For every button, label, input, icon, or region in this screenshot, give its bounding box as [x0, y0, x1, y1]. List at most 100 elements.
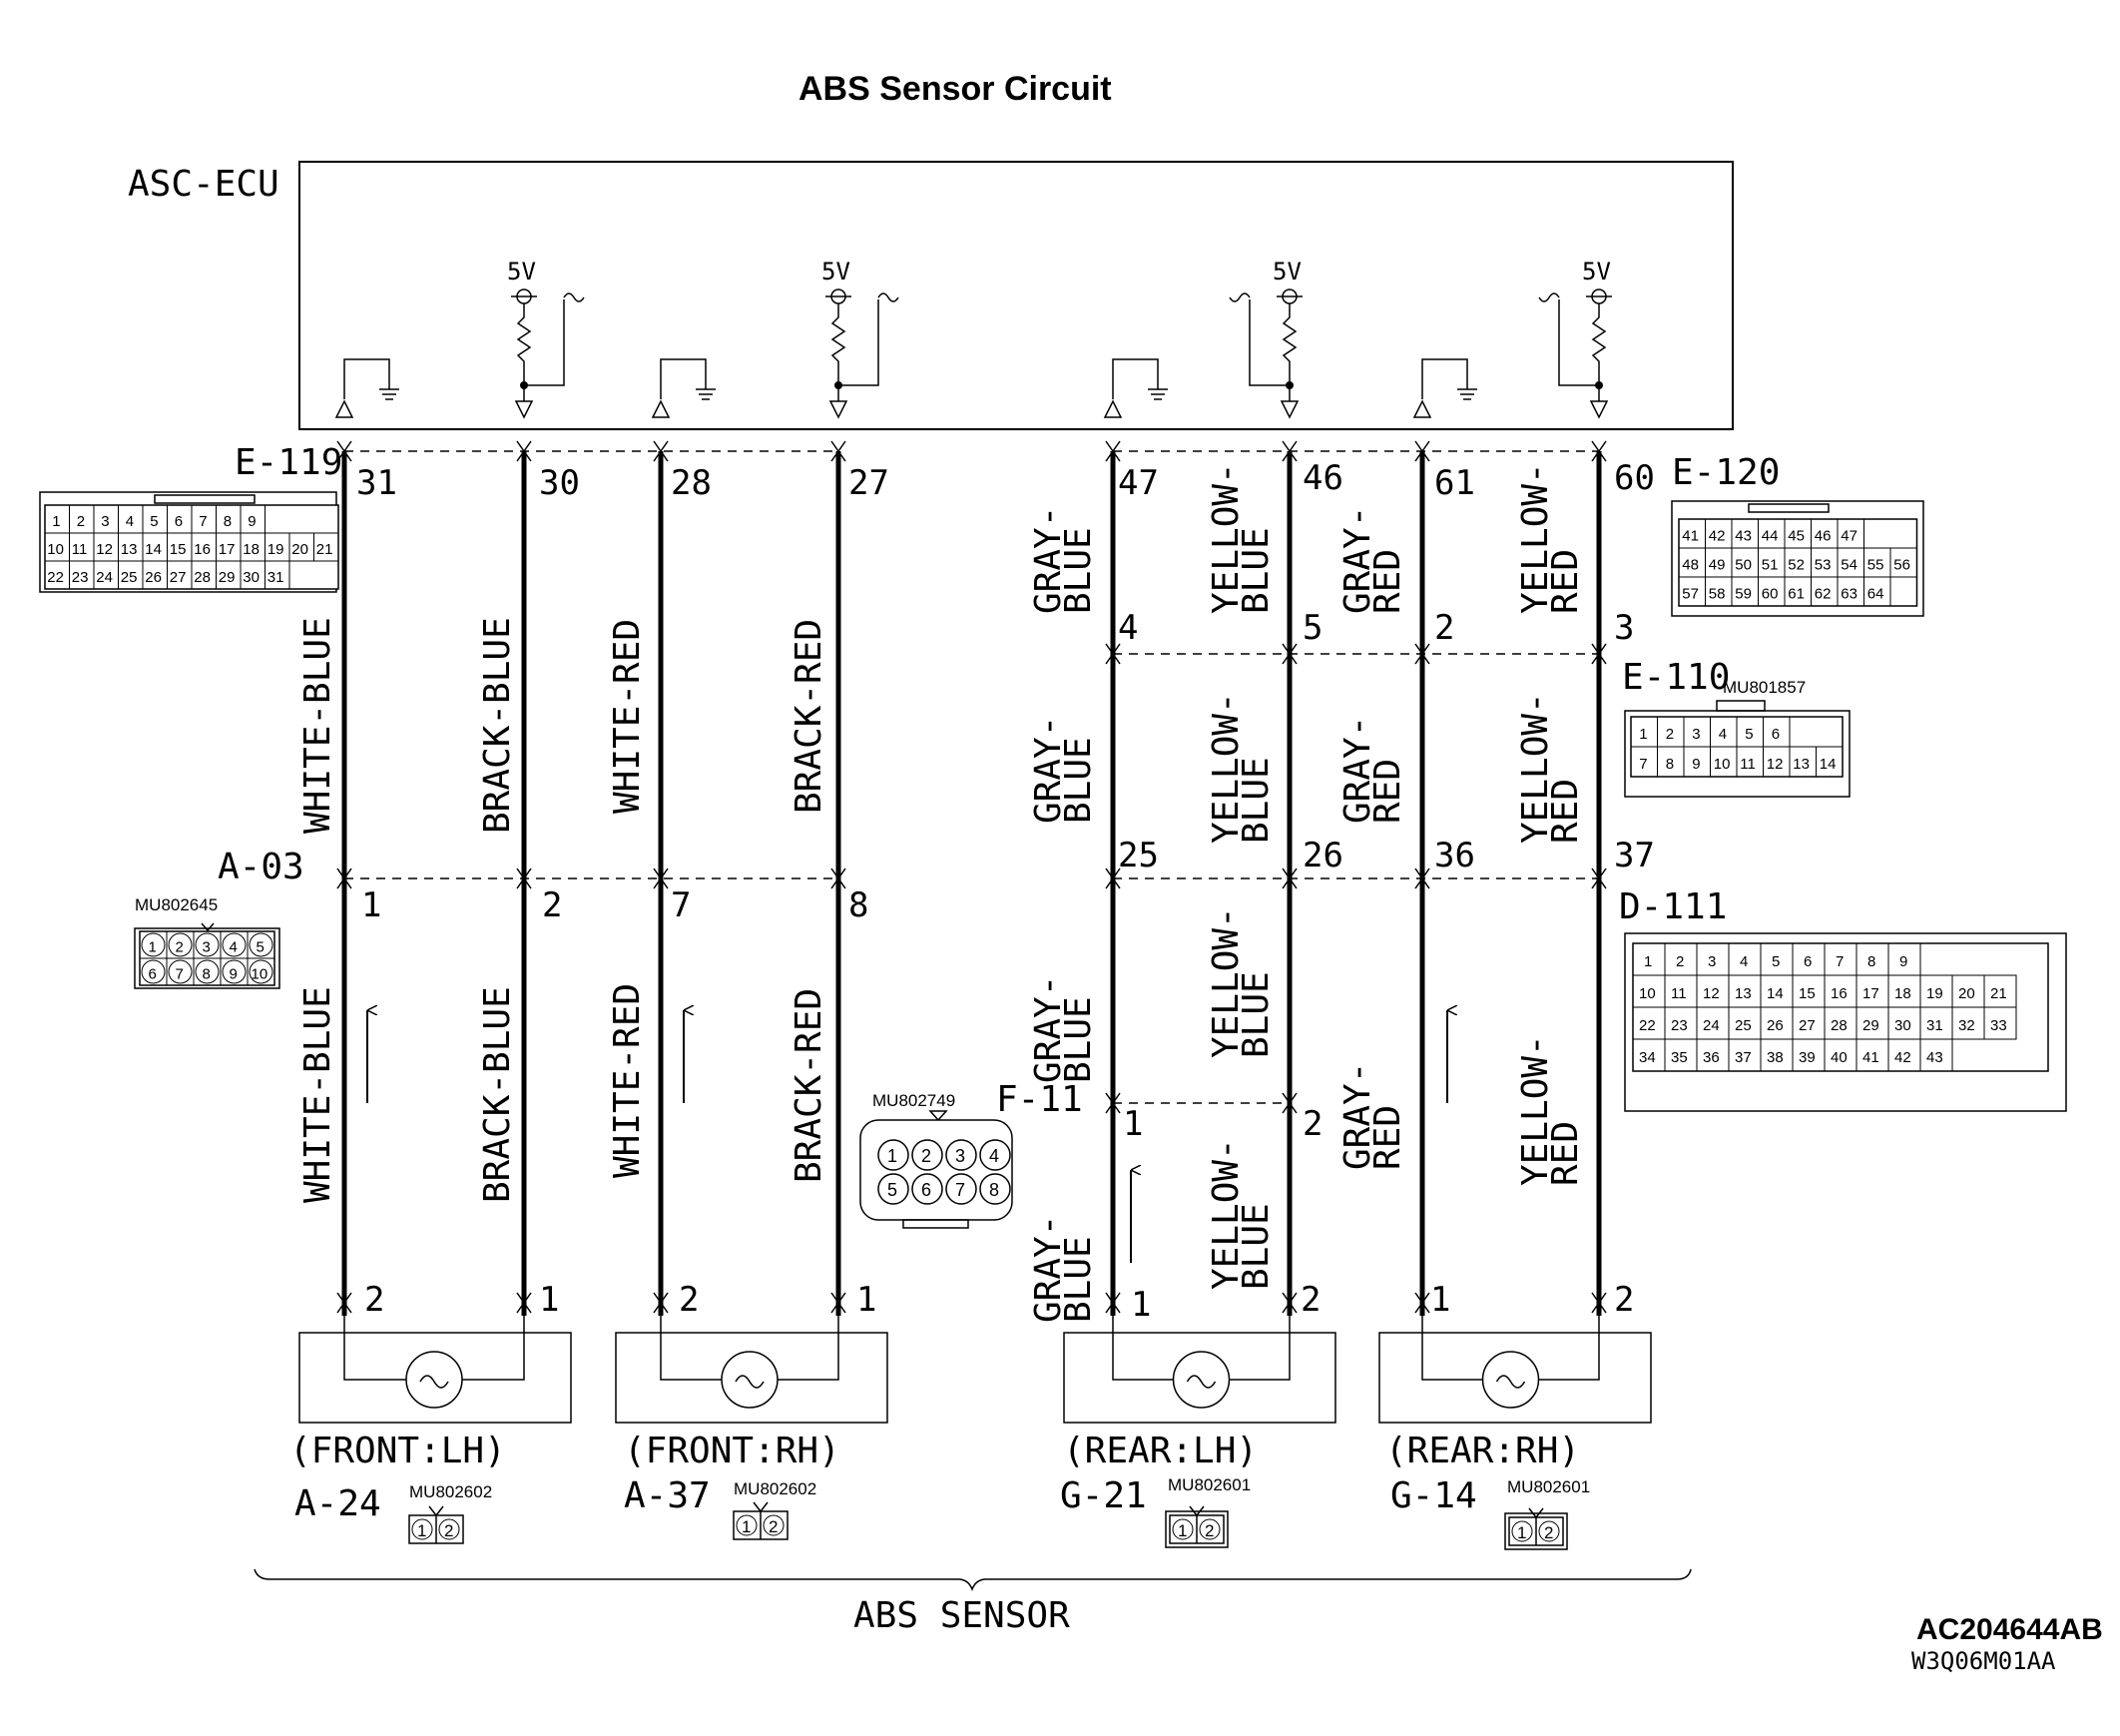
e120-pin: 58: [1709, 586, 1726, 603]
sensor-coil-wire: [1421, 1316, 1600, 1381]
e110-pin: 14: [1820, 756, 1837, 773]
e120-cell: [1863, 576, 1891, 607]
wire-label-white-blue-upper: WHITE-BLUE: [297, 617, 338, 834]
wire-label-gray-red-0-line2: RED: [1367, 549, 1408, 614]
d111-pin: 8: [1867, 953, 1875, 970]
ground-icon: [1457, 388, 1477, 400]
d111-pin: 37: [1735, 1049, 1752, 1066]
terminal-mark: [653, 876, 669, 889]
e110-label: E-110: [1622, 657, 1730, 698]
abs-sensor-group-label: ABS SENSOR: [853, 1595, 1070, 1636]
signal-wave-icon: [1229, 292, 1251, 302]
a03-pin: 2: [176, 939, 184, 956]
pin-a03-2: 2: [542, 885, 562, 925]
d111-pin: 23: [1671, 1017, 1688, 1034]
d111-pin: 15: [1799, 985, 1816, 1002]
d111-pin: 11: [1671, 985, 1687, 1002]
wire-color-labels-rear: GRAY-BLUEGRAY-BLUEGRAY-BLUEGRAY-BLUEYELL…: [1028, 462, 1586, 1323]
sensor-rl-pin-a: 1: [1131, 1285, 1151, 1325]
pin-d111-25: 25: [1118, 836, 1159, 875]
terminal-mark: [830, 449, 846, 462]
sensor-front-rh-position: (FRONT:RH): [624, 1431, 840, 1471]
a03-pin: 5: [257, 939, 265, 956]
wire-label-yellow-blue-3-line2: BLUE: [1236, 1203, 1277, 1290]
d111-pin: 33: [1990, 1017, 2007, 1034]
f11-pin: 3: [955, 1146, 965, 1166]
d111-pin: 30: [1894, 1017, 1911, 1034]
latch-icon: [428, 1505, 444, 1517]
e120-pin: 57: [1682, 586, 1699, 603]
e119-latch: [154, 494, 256, 504]
sensor-rear-rh-connector: G-14: [1390, 1475, 1477, 1516]
a03-pin: 10: [252, 966, 268, 983]
sensor-rr-pin-a: 1: [1430, 1280, 1450, 1320]
terminal-mark: [1414, 1301, 1430, 1314]
pin-circle: [1172, 1518, 1194, 1540]
e120-pin: 42: [1709, 528, 1726, 545]
f11-pin: 1: [887, 1146, 897, 1166]
e120-pin: 61: [1788, 586, 1805, 603]
e119-pin: 1: [52, 513, 60, 530]
d111-pin: 9: [1899, 953, 1907, 970]
f11-pin: 8: [989, 1180, 999, 1200]
sensor-connector-shell: [1504, 1512, 1568, 1550]
output-triangle-icon: [514, 400, 534, 419]
wire-label-gray-blue-0-line2: BLUE: [1058, 527, 1099, 614]
e119-pin: 11: [72, 541, 88, 558]
d111-pin: 14: [1767, 985, 1784, 1002]
pin-d111-37: 37: [1614, 836, 1655, 875]
sensor-fr-pin-b: 1: [856, 1280, 876, 1320]
sensor-face-pin: 1: [417, 1521, 426, 1540]
wire-harness: [336, 440, 1607, 1316]
a03-pin: 7: [176, 966, 184, 983]
a03-pin-circle: [222, 932, 247, 957]
d111-pin: 39: [1799, 1049, 1816, 1066]
d111-pin: 19: [1926, 985, 1943, 1002]
d111-pin: 16: [1831, 985, 1848, 1002]
f11-pin-circle: [911, 1173, 943, 1205]
pin-a03-7: 7: [671, 885, 691, 925]
e120-pin: 55: [1867, 557, 1884, 574]
resistor-icon: [1591, 303, 1607, 401]
pin-d111-26: 26: [1303, 836, 1343, 875]
sensor-face-pin: 1: [742, 1517, 751, 1536]
e119-pin: 26: [145, 569, 162, 586]
e119-pin: 12: [96, 541, 113, 558]
ground-circuit: [1421, 358, 1468, 399]
terminal-mark: [653, 449, 669, 462]
f11-latch-icon: [928, 1110, 948, 1122]
pin-d111-36: 36: [1434, 836, 1475, 875]
d111-pin: 42: [1894, 1049, 1911, 1066]
sensor-rear-lh-position: (REAR:LH): [1063, 1431, 1258, 1471]
e119-cell: [265, 560, 290, 590]
wire-label-yellow-blue-0-line1: YELLOW-: [1206, 462, 1247, 614]
wire-label-gray-red-2-line1: GRAY-: [1337, 1062, 1378, 1170]
pin-circle: [411, 1518, 433, 1540]
pin-e120-46: 46: [1303, 458, 1343, 498]
f11-key: [902, 1219, 969, 1229]
d111-pin: 12: [1703, 985, 1720, 1002]
e119-pin: 22: [47, 569, 64, 586]
e119-pin: 24: [96, 569, 113, 586]
a03-label: A-03: [218, 847, 304, 887]
latch-icon: [1528, 1507, 1544, 1519]
e120-pin: 48: [1682, 557, 1699, 574]
a03-shell: [134, 927, 280, 989]
a03-pin-circle: [249, 932, 273, 957]
ac-source-icon: [405, 1351, 463, 1409]
e110-pin: 6: [1772, 726, 1780, 743]
wire-label-gray-blue-1-line1: GRAY-: [1028, 716, 1069, 824]
e119-pin: 6: [175, 513, 183, 530]
e119-pin: 15: [170, 541, 187, 558]
pin-a03-8: 8: [848, 885, 868, 925]
d111-pin: 32: [1958, 1017, 1975, 1034]
signal-line: [838, 299, 879, 386]
e110-cell: [1816, 746, 1844, 778]
d111-cell: [1983, 1006, 2017, 1040]
e119-pin: 14: [145, 541, 162, 558]
signal-line: [1249, 299, 1290, 386]
signal-wave-icon: [877, 292, 899, 302]
current-arrows: [366, 1010, 1447, 1263]
a03-pin-circle: [195, 959, 220, 984]
